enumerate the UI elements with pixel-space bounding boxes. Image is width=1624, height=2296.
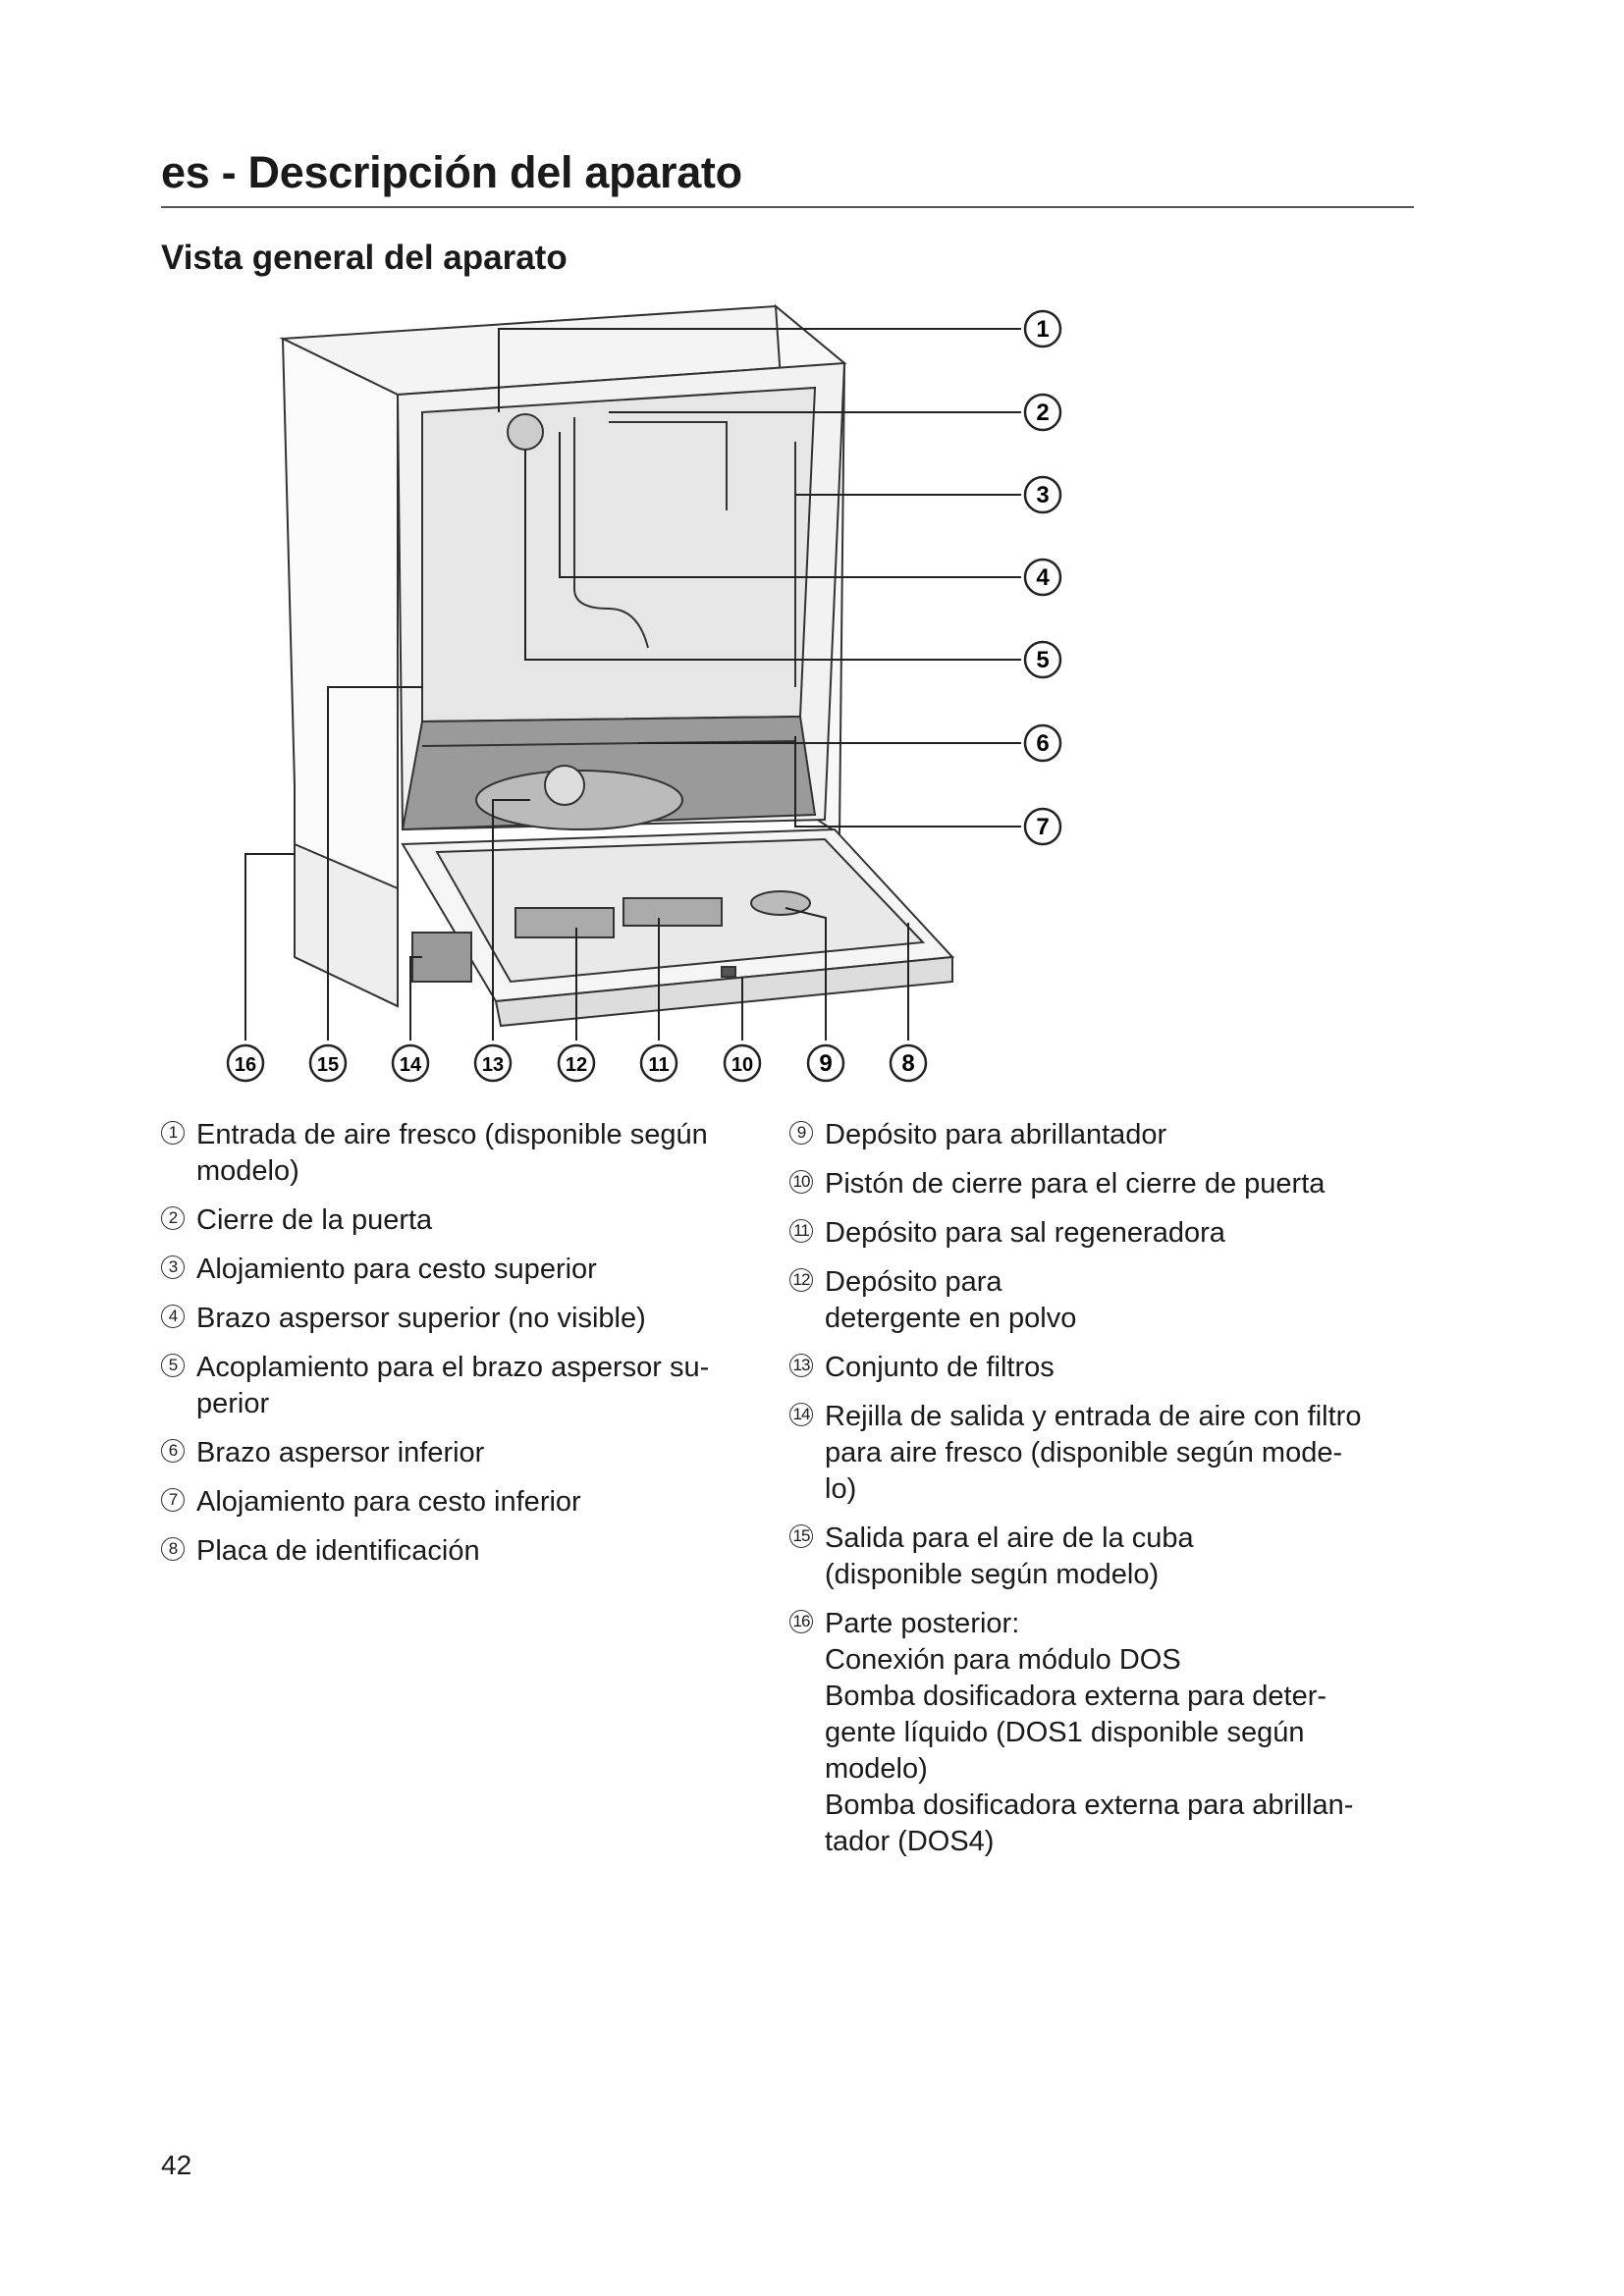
item-number-badge: 2 [161,1206,185,1230]
item-number-badge: 13 [789,1354,813,1377]
callout-label: 16 [235,1054,256,1076]
legend-item: 2 Cierre de la puerta [161,1202,770,1239]
item-description: Cierre de la puerta [196,1204,433,1236]
item-description: Depósito para detergente en polvo [825,1266,1077,1334]
legend-item: 9 Depósito para abrillantador [789,1117,1428,1153]
legend-item: 5 Acoplamiento para el brazo aspersor su-… [161,1350,770,1422]
legend-item: 11 Depósito para sal regeneradora [789,1215,1428,1252]
callout-label: 9 [819,1050,832,1077]
callout-label: 1 [1036,316,1049,343]
callout-label: 15 [317,1054,339,1076]
callout-label: 13 [482,1054,504,1076]
callout-circle [723,1043,762,1083]
item-number-badge: 15 [789,1524,813,1548]
callout-circle [639,1043,678,1083]
item-number-badge: 9 [789,1121,813,1145]
legend-item: 6 Brazo aspersor inferior [161,1435,770,1471]
legend-item: 12 Depósito para detergente en polvo [789,1264,1428,1337]
legend-item: 3 Alojamiento para cesto superior [161,1252,770,1288]
page-number: 42 [161,2150,192,2180]
callout-circle [557,1043,596,1083]
item-description: Rejilla de salida y entrada de aire con … [825,1401,1362,1505]
callout-circle [889,1043,928,1083]
callout-label: 10 [731,1054,753,1076]
callout-circle [1023,807,1062,846]
callout-label: 8 [901,1050,914,1077]
legend-right: 9 Depósito para abrillantador 10 Pistón de … [789,1117,1428,1873]
callout-label: 2 [1036,400,1049,426]
callout-label: 12 [566,1054,587,1076]
item-number-badge: 12 [789,1268,813,1292]
item-description: Alojamiento para cesto superior [196,1254,597,1285]
item-number-badge: 8 [161,1537,185,1561]
item-number-badge: 10 [789,1170,813,1194]
section-title: Vista general del aparato [161,239,568,277]
callout-circle [1023,393,1062,432]
callout-label: 14 [400,1054,422,1076]
item-number-badge: 6 [161,1439,185,1463]
item-number-badge: 7 [161,1488,185,1512]
callout-circle [806,1043,845,1083]
legend-item: 14 Rejilla de salida y entrada de aire co… [789,1399,1428,1508]
item-number-badge: 14 [789,1403,813,1426]
item-description: Depósito para sal regeneradora [825,1217,1225,1249]
legend-item: 7 Alojamiento para cesto inferior [161,1484,770,1521]
legend-item: 13 Conjunto de filtros [789,1350,1428,1386]
item-number-badge: 5 [161,1354,185,1377]
callout-label: 7 [1036,814,1049,840]
item-number-badge: 3 [161,1255,185,1279]
callout-circle [1023,309,1062,348]
callout-label: 5 [1036,647,1049,673]
item-description: Depósito para abrillantador [825,1119,1167,1150]
item-description: Salida para el aire de la cuba (disponib… [825,1522,1194,1590]
item-description: Brazo aspersor superior (no visible) [196,1303,646,1334]
item-description: Entrada de aire fresco (disponible según… [196,1119,708,1187]
callout-circle [391,1043,430,1083]
item-number-badge: 4 [161,1305,185,1328]
callout-label: 11 [648,1054,669,1076]
title-divider [161,206,1414,208]
item-description: Parte posterior: Conexión para módulo DO… [825,1608,1354,1857]
callout-label: 4 [1036,564,1050,591]
callout-circle [1023,475,1062,514]
callout-label: 6 [1036,730,1049,757]
legend-item: 10 Pistón de cierre para el cierre de pue… [789,1166,1428,1202]
callout-circle [1023,723,1062,763]
callout-label: 3 [1036,482,1049,508]
legend-item: 15 Salida para el aire de la cuba (dispon… [789,1521,1428,1593]
legend-left: 1 Entrada de aire fresco (disponible segú… [161,1117,770,1582]
item-description: Pistón de cierre para el cierre de puert… [825,1168,1326,1200]
callout-circle [308,1043,348,1083]
legend-item: 4 Brazo aspersor superior (no visible) [161,1301,770,1337]
callout-circle [473,1043,513,1083]
item-description: Placa de identificación [196,1535,480,1567]
page-title: es - Descripción del aparato [161,147,742,197]
item-number-badge: 1 [161,1121,185,1145]
item-description: Brazo aspersor inferior [196,1437,485,1468]
callout-circle [1023,558,1062,597]
legend-item: 1 Entrada de aire fresco (disponible segú… [161,1117,770,1190]
legend-item: 16 Parte posterior: Conexión para módulo … [789,1606,1428,1860]
item-number-badge: 16 [789,1610,813,1633]
legend-item: 8 Placa de identificación [161,1533,770,1570]
item-description: Acoplamiento para el brazo aspersor su- … [196,1352,710,1419]
item-description: Alojamiento para cesto inferior [196,1486,581,1518]
callout-circle [1023,640,1062,679]
item-description: Conjunto de filtros [825,1352,1055,1383]
item-number-badge: 11 [789,1219,813,1243]
callout-circle [226,1043,265,1083]
